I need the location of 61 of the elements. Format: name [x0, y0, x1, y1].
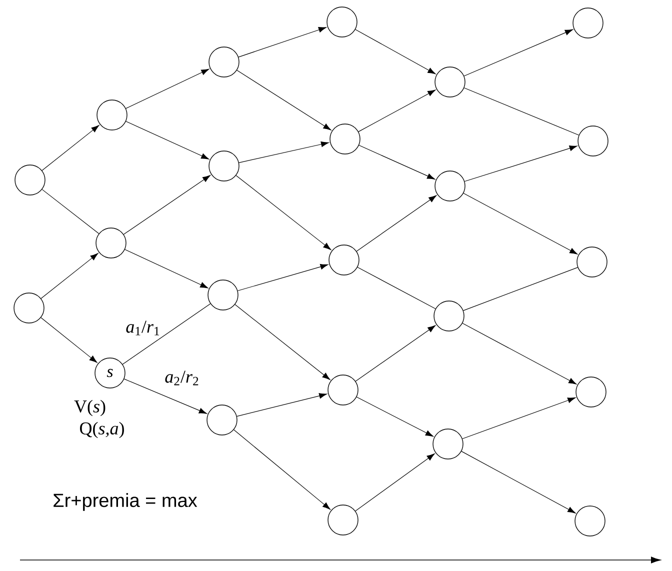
- state-circle: [96, 228, 126, 258]
- arrow: [237, 264, 328, 292]
- arrow: [355, 325, 436, 382]
- state-circle: [572, 8, 604, 38]
- arrow: [356, 396, 434, 437]
- state-circle: [208, 280, 238, 310]
- arrow: [234, 304, 330, 380]
- edge-label: a$_{1}$/r$_{1}$: [124, 320, 162, 336]
- arrow: [236, 175, 332, 250]
- arrow: [463, 192, 578, 254]
- arrow: [126, 68, 210, 109]
- arrow: [355, 454, 435, 512]
- state-circle: [578, 126, 608, 156]
- arrow: [124, 378, 207, 414]
- arrow: [462, 397, 576, 440]
- state-circle: [96, 100, 128, 130]
- arrow: [42, 125, 100, 171]
- state-circle: [328, 244, 360, 276]
- arrow: [236, 393, 328, 417]
- arrow: [236, 70, 332, 130]
- arrow: [464, 146, 578, 182]
- state-value-label: V(s): [74, 400, 106, 416]
- connector-line: [357, 266, 436, 310]
- connector-line: [463, 267, 578, 311]
- state-circle: [576, 246, 608, 278]
- arrow: [238, 27, 326, 58]
- state-circle: [434, 170, 466, 202]
- arrow: [355, 29, 436, 74]
- state-circle: [434, 300, 464, 332]
- state-circle: [328, 504, 358, 536]
- edge-label: a$_{2}$/r$_{2}$: [164, 370, 200, 386]
- objective-label: Σr+premia = max: [54, 493, 198, 511]
- arrow: [234, 429, 330, 510]
- state-circle: [434, 66, 466, 98]
- state-circle: [574, 506, 606, 536]
- arrow: [358, 144, 436, 180]
- state-value-label: Q(s,a): [80, 422, 124, 438]
- state-circle: [208, 150, 240, 182]
- connector-line: [42, 189, 100, 234]
- state-circle: [208, 46, 240, 78]
- state-circle: [576, 376, 606, 408]
- arrow: [126, 121, 210, 160]
- state-circle: [330, 124, 360, 154]
- arrow: [462, 322, 577, 384]
- connector-line: [464, 88, 580, 136]
- state-circle: [206, 404, 238, 436]
- state-circle: [326, 6, 358, 38]
- arrow: [40, 317, 98, 363]
- arrow: [40, 253, 98, 299]
- arrow: [464, 29, 573, 76]
- arrow: [124, 249, 208, 288]
- connector-line: [122, 303, 211, 365]
- state-circle: [14, 164, 46, 196]
- arrow: [461, 451, 576, 514]
- state-circle: [432, 428, 464, 460]
- arrow: [358, 90, 436, 132]
- state-circle: [14, 292, 44, 324]
- arrow: [356, 195, 437, 252]
- arrow: [123, 175, 210, 235]
- state-circle: [328, 374, 358, 406]
- arrow: [238, 142, 329, 163]
